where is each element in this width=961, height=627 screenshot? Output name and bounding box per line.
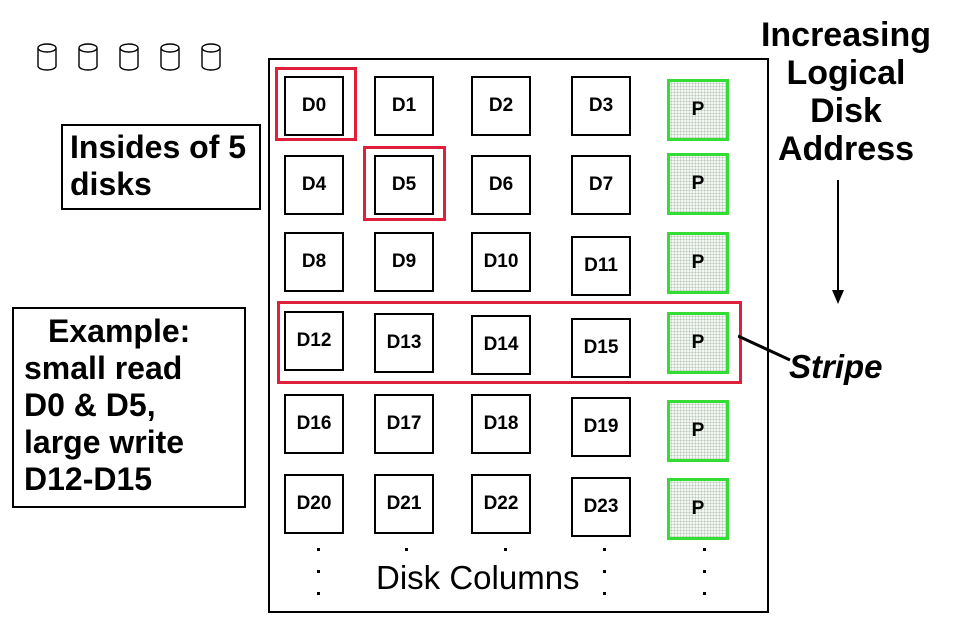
disk-icons <box>34 42 224 72</box>
block-d15: D15 <box>571 318 631 378</box>
highlight-d5 <box>363 146 446 221</box>
block-d16: D16 <box>284 394 344 454</box>
parity-block: P <box>667 79 729 141</box>
parity-block: P <box>667 232 729 294</box>
stripe-leader-line <box>738 334 791 362</box>
example-line-2: small read <box>24 350 183 386</box>
disk-icon <box>37 43 57 71</box>
continuation-dots <box>603 548 607 614</box>
address-line-2: Logical <box>786 54 906 92</box>
example-note: Example: small read D0 & D5, large write… <box>12 307 246 508</box>
block-d10: D10 <box>471 232 531 292</box>
parity-block: P <box>667 153 729 215</box>
example-line-4: large write <box>24 424 185 460</box>
block-d23: D23 <box>571 477 631 537</box>
disk-icon <box>119 43 139 71</box>
block-d5: D5 <box>374 155 434 215</box>
block-d3: D3 <box>571 76 631 136</box>
parity-block: P <box>667 312 729 374</box>
block-d13: D13 <box>374 313 434 373</box>
block-d20: D20 <box>284 474 344 534</box>
block-d4: D4 <box>284 155 344 215</box>
highlight-d0 <box>275 67 357 141</box>
example-line-3: D0 & D5, <box>24 387 156 423</box>
block-d14: D14 <box>471 315 531 375</box>
disk-icon <box>201 43 221 71</box>
block-d18: D18 <box>471 394 531 454</box>
block-d22: D22 <box>471 474 531 534</box>
block-d1: D1 <box>374 76 434 136</box>
block-d0: D0 <box>284 76 344 136</box>
block-d8: D8 <box>284 232 344 292</box>
block-d12: D12 <box>284 311 344 371</box>
example-line-5: D12-D15 <box>24 461 153 497</box>
continuation-dots <box>703 548 707 614</box>
disk-columns-label: Disk Columns <box>372 558 584 598</box>
down-arrow-icon <box>832 180 844 304</box>
block-d6: D6 <box>471 155 531 215</box>
highlight-stripe <box>277 301 742 384</box>
parity-block: P <box>667 478 729 540</box>
block-d9: D9 <box>374 232 434 292</box>
insides-text: Insides of 5 disks <box>70 129 247 202</box>
continuation-dots <box>317 548 321 614</box>
block-d11: D11 <box>571 236 631 296</box>
address-line-4: Address <box>777 130 915 168</box>
block-d19: D19 <box>571 397 631 457</box>
address-line-3: Disk <box>810 92 882 130</box>
insides-note: Insides of 5 disks <box>61 124 261 210</box>
block-d21: D21 <box>374 474 434 534</box>
block-d7: D7 <box>571 155 631 215</box>
example-line-1: Example: <box>48 313 191 349</box>
address-line-1: Increasing <box>760 16 932 54</box>
address-label: Increasing Logical Disk Address <box>744 16 948 168</box>
block-d17: D17 <box>374 394 434 454</box>
disk-icon <box>160 43 180 71</box>
block-d2: D2 <box>471 76 531 136</box>
stripe-label: Stripe <box>789 348 883 385</box>
parity-block: P <box>667 400 729 462</box>
disk-array-frame <box>268 58 769 613</box>
disk-icon <box>78 43 98 71</box>
